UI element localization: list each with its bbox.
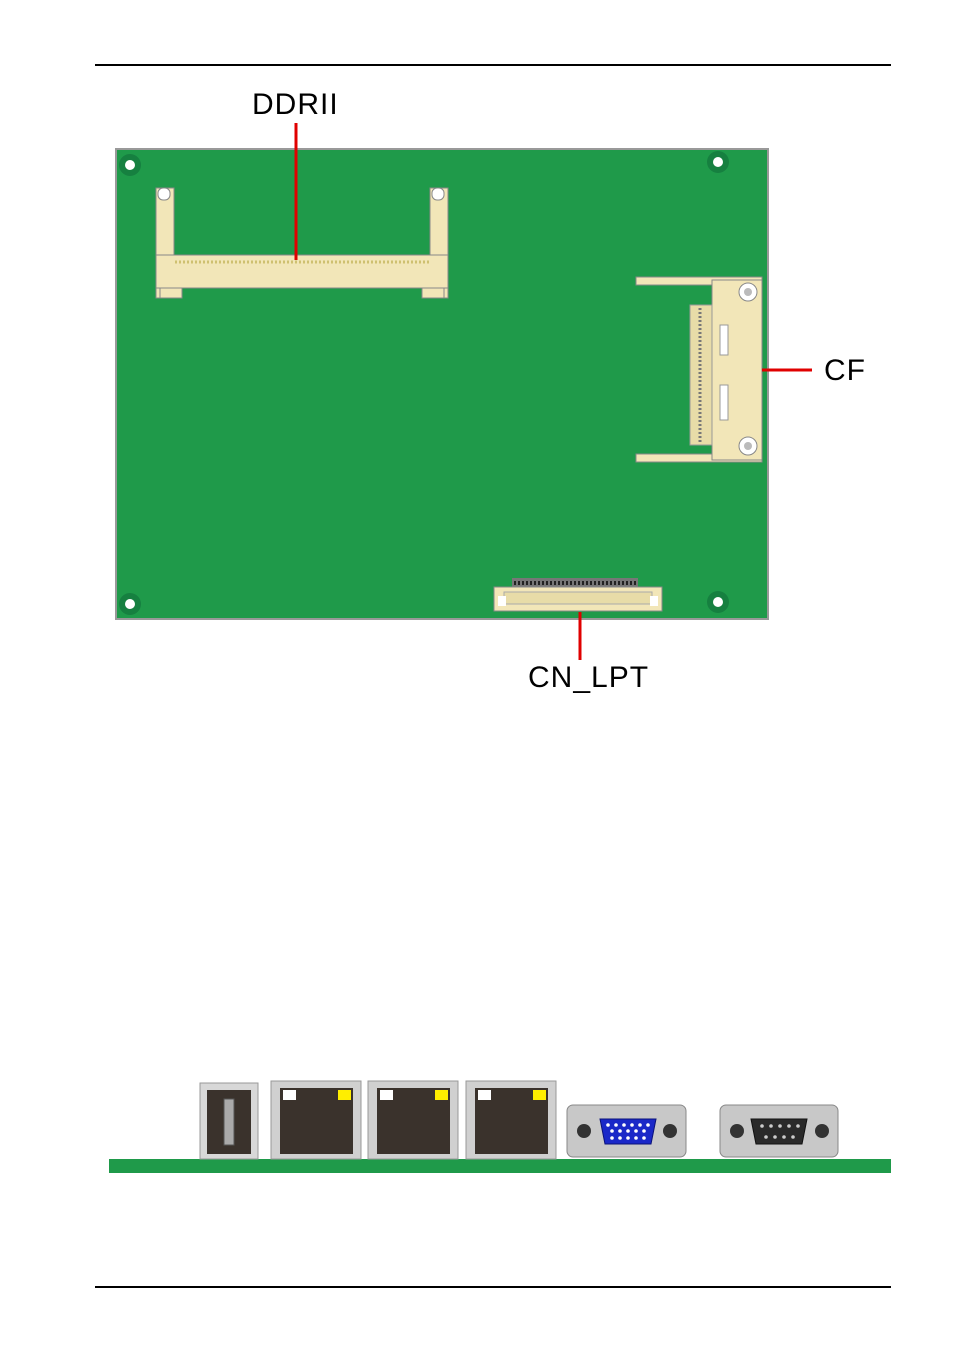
vga-port-icon — [567, 1105, 686, 1157]
com-port-icon — [720, 1105, 838, 1157]
cf-label: CF — [824, 356, 866, 386]
rj45-port-icon — [368, 1081, 458, 1159]
lpt-connector — [494, 578, 662, 611]
mounting-hole-icon — [119, 154, 141, 176]
rj45-port-icon — [271, 1081, 361, 1159]
mounting-hole-icon — [119, 593, 141, 615]
ddr-label: DDRII — [252, 90, 339, 120]
pcb-top-view — [116, 149, 768, 619]
mounting-hole-icon — [707, 591, 729, 613]
rear-io-panel — [109, 1081, 891, 1173]
rj45-port-icon — [466, 1081, 556, 1159]
mounting-hole-icon — [707, 151, 729, 173]
lpt-label: CN_LPT — [528, 663, 649, 693]
usb-port-icon — [200, 1083, 258, 1159]
